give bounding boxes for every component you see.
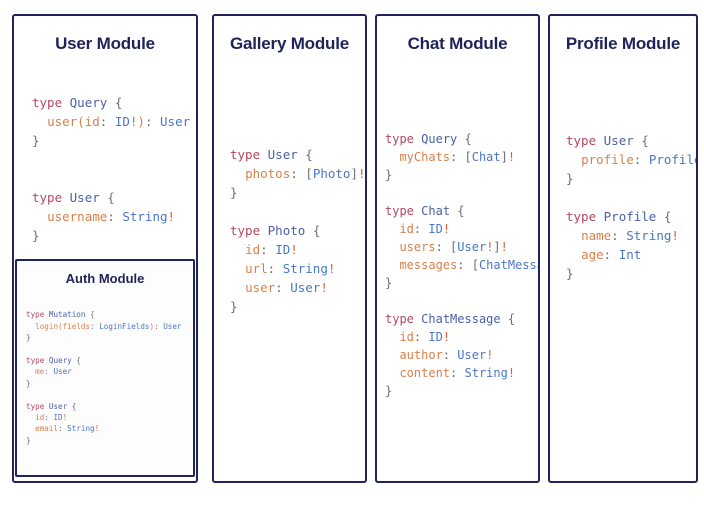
panel-title-profile-module: Profile Module — [565, 34, 681, 53]
panel-chat-module[interactable]: Chat Module type Query { myChats: [Chat]… — [375, 14, 540, 483]
panel-gallery-module[interactable]: Gallery Module type User { photos: [Phot… — [212, 14, 367, 483]
panel-user-module[interactable]: User Module type Query { user(id: ID!): … — [12, 14, 198, 483]
panel-title-gallery-module: Gallery Module — [229, 34, 350, 53]
panel-profile-module[interactable]: Profile Module type User { profile: Prof… — [548, 14, 698, 483]
panel-title-user-module: User Module — [55, 34, 155, 53]
schema-code-profile-module: type User { profile: Profile! } type Pro… — [566, 133, 698, 281]
panel-auth-module[interactable]: Auth Module type Mutation { login(fields… — [15, 259, 195, 477]
panel-title-chat-module: Chat Module — [407, 34, 508, 53]
schema-code-gallery-module: type User { photos: [Photo]! } type Phot… — [230, 147, 366, 314]
schema-code-auth-module: type Mutation { login(fields: LoginField… — [26, 310, 182, 445]
schema-code-user-module: type Query { user(id: ID!): User } type … — [32, 95, 191, 243]
schema-code-chat-module: type Query { myChats: [Chat]! } type Cha… — [385, 132, 538, 398]
panel-title-auth-module: Auth Module — [65, 271, 145, 286]
